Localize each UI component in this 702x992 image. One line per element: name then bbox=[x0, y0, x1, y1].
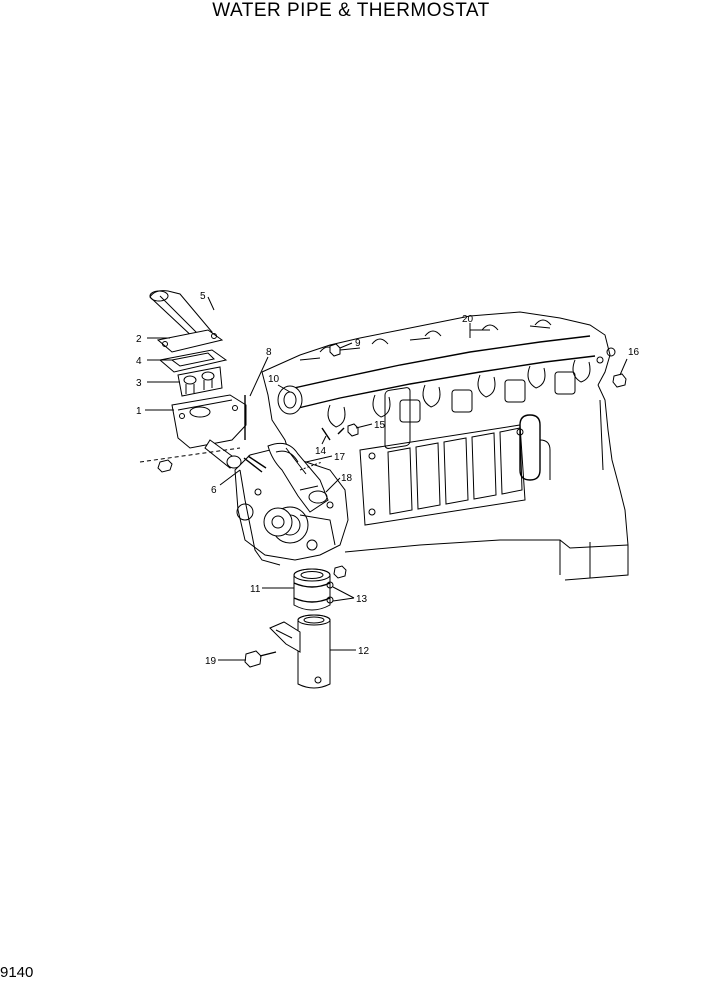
callout-11: 11 bbox=[250, 584, 261, 595]
callout-20: 20 bbox=[462, 314, 474, 325]
callout-6: 6 bbox=[211, 485, 217, 496]
callout-18: 18 bbox=[341, 473, 353, 484]
water-pump-housing bbox=[234, 449, 349, 561]
callout-labels: 5 2 4 3 1 8 10 9 20 16 15 14 17 18 6 11 … bbox=[136, 291, 640, 667]
page-title: WATER PIPE & THERMOSTAT bbox=[212, 0, 490, 21]
callout-9: 9 bbox=[355, 338, 361, 349]
leader-lines bbox=[145, 296, 628, 661]
page-number: 9140 bbox=[0, 964, 34, 981]
callout-4: 4 bbox=[136, 356, 142, 367]
small-parts bbox=[321, 343, 627, 441]
callout-15: 15 bbox=[374, 420, 386, 431]
thermostat-housing-assembly bbox=[139, 290, 267, 473]
engine-block bbox=[239, 311, 629, 581]
callout-5: 5 bbox=[200, 291, 206, 302]
callout-13: 13 bbox=[356, 594, 368, 605]
callout-12: 12 bbox=[358, 646, 370, 657]
callout-8: 8 bbox=[266, 347, 272, 358]
callout-14: 14 bbox=[315, 446, 327, 457]
lower-pipe-assembly bbox=[244, 565, 347, 689]
callout-19: 19 bbox=[205, 656, 217, 667]
callout-16: 16 bbox=[628, 347, 640, 358]
callout-17: 17 bbox=[334, 452, 346, 463]
callout-10: 10 bbox=[268, 374, 280, 385]
callout-3: 3 bbox=[136, 378, 142, 389]
callout-1: 1 bbox=[136, 406, 142, 417]
water-pipe-hose bbox=[267, 442, 329, 513]
callout-2: 2 bbox=[136, 334, 142, 345]
